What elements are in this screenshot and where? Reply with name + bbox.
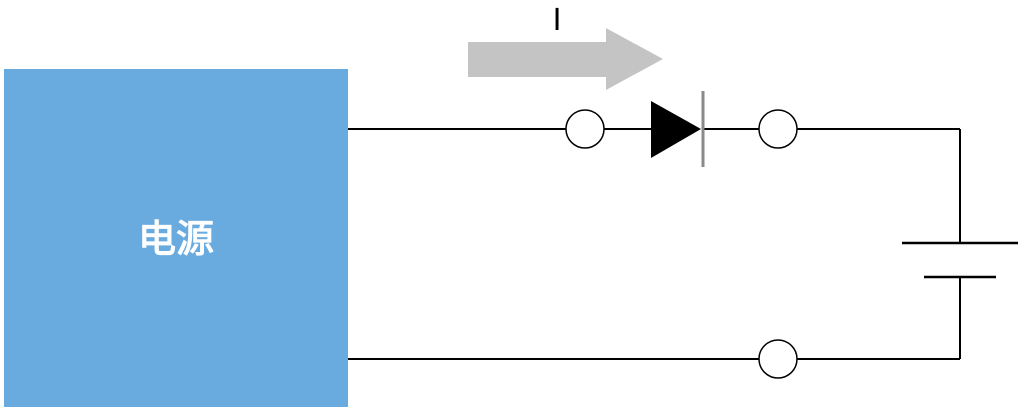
current-arrow-icon: [468, 28, 663, 90]
terminal-bottom: [758, 339, 798, 379]
diode-triangle-icon: [651, 101, 701, 158]
terminal-top-right: [758, 109, 798, 149]
power-supply-label: 电源: [138, 217, 214, 261]
terminal-top-left: [565, 109, 605, 149]
power-supply-box: [4, 69, 348, 407]
current-label: I: [553, 3, 562, 38]
